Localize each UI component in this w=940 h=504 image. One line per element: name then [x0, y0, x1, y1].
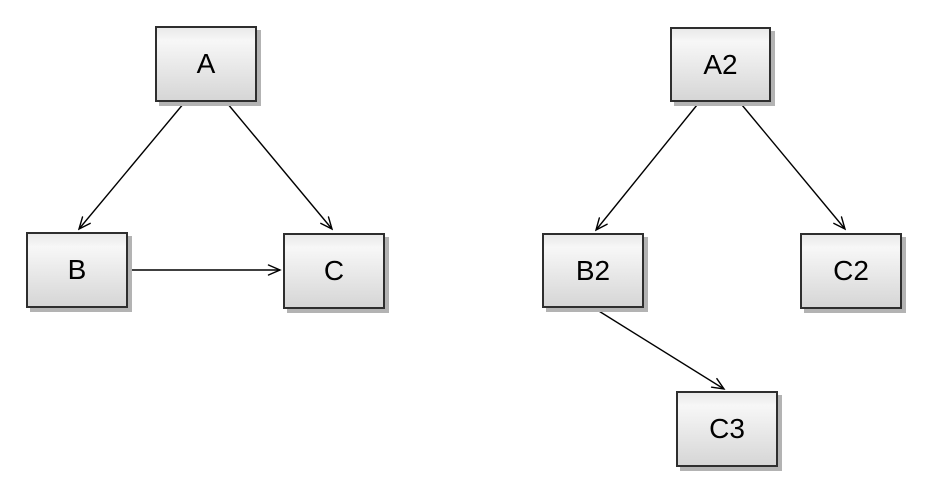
diagram-node-A2[interactable]: A2: [670, 27, 771, 102]
diagram-edge-A-B[interactable]: [79, 102, 185, 229]
node-label: C: [323, 255, 345, 286]
node-label: B: [67, 254, 87, 285]
diagram-edge-A2-C2[interactable]: [741, 104, 845, 229]
diagram-node-C2[interactable]: C2: [800, 233, 902, 309]
diagram-node-A[interactable]: A: [155, 26, 257, 102]
diagram-edge-A2-B2[interactable]: [596, 104, 698, 230]
node-label: C2: [833, 255, 869, 286]
node-label: A: [196, 48, 216, 79]
diagram-node-B[interactable]: B: [26, 232, 128, 308]
node-label: C3: [709, 413, 745, 444]
diagram-edge-A-C[interactable]: [226, 102, 332, 229]
diagram-node-B2[interactable]: B2: [542, 233, 644, 308]
edges-group: [79, 102, 845, 389]
node-label: A2: [703, 48, 738, 80]
diagram-node-C3[interactable]: C3: [676, 391, 778, 467]
diagram-edge-B2-C3[interactable]: [593, 307, 724, 389]
node-label: B2: [575, 254, 611, 286]
diagram-node-C[interactable]: C: [283, 233, 385, 309]
